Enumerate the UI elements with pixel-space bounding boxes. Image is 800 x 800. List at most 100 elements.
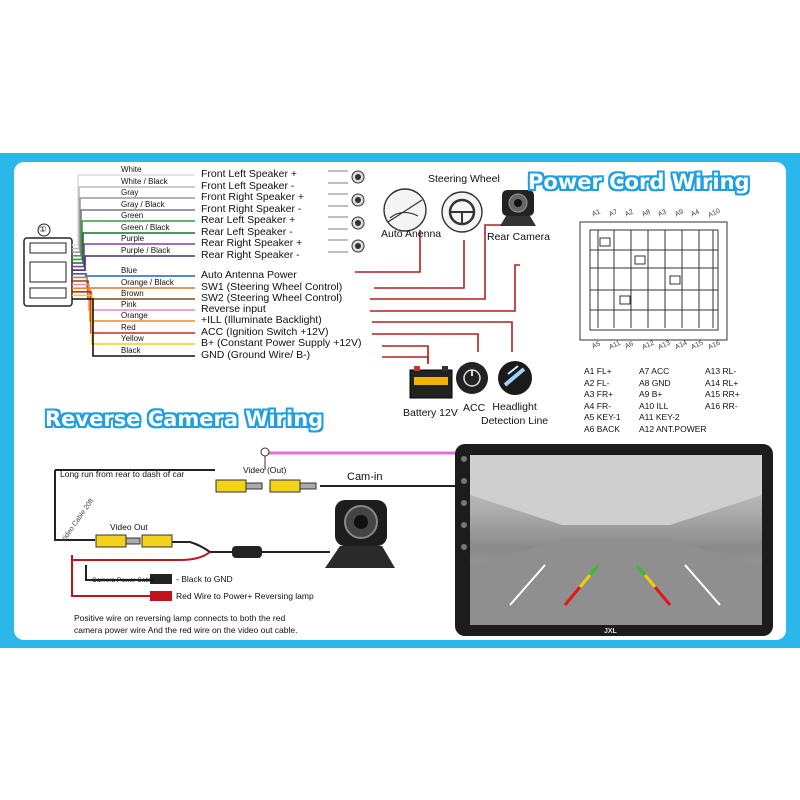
wire-color-name: Red xyxy=(121,323,136,332)
auto-antenna-label: Auto Anenna xyxy=(381,228,442,240)
pinout-entry: A1 FL+ xyxy=(584,366,612,376)
home-button-icon[interactable] xyxy=(461,478,467,484)
video-out-label: Video Out xyxy=(110,522,148,532)
harness-wire xyxy=(72,298,195,357)
harness-wire xyxy=(72,294,195,345)
harness-connector xyxy=(23,223,73,307)
harness-wire xyxy=(72,291,195,334)
volume-up-icon[interactable] xyxy=(461,522,467,528)
parking-view xyxy=(470,455,762,625)
harness-wire xyxy=(72,283,195,311)
wire-function: Front Left Speaker - xyxy=(201,180,295,192)
harness-wire xyxy=(72,280,195,300)
pinout-entry: A15 RR+ xyxy=(705,389,740,400)
wire-function: Rear Left Speaker + xyxy=(201,214,296,226)
pinout-entry: A3 FR+ xyxy=(584,389,614,400)
wire-color-name: Green xyxy=(121,211,144,220)
headlight-icon xyxy=(498,361,532,395)
harness-wires xyxy=(72,174,195,357)
wire-color-name: Black xyxy=(121,346,141,355)
reverse-camera-title: Reverse Camera Wiring xyxy=(45,407,324,431)
headlight-label: Headlight Detection Line xyxy=(481,401,549,427)
wire-color-name: Purple xyxy=(121,234,145,243)
wire-function: Auto Antenna Power xyxy=(201,269,297,281)
video-out-top-label: Video (Out) xyxy=(243,465,287,475)
pinout-entry: A13 RL- xyxy=(705,366,737,376)
wire-function: Front Right Speaker - xyxy=(201,203,302,215)
pinout-entry: A7 ACC xyxy=(639,366,670,376)
power-cord-title: Power Cord Wiring xyxy=(528,170,750,194)
wire-color-name: Orange xyxy=(121,311,148,320)
pinout-entry: A10 ILL xyxy=(639,400,669,411)
pinout-col-1: A1 FL+ A2 FL- A3 FR+ A4 FR- A5 KEY-1 A6 … xyxy=(584,366,621,436)
harness-wire xyxy=(72,255,195,271)
wire-function: B+ (Constant Power Supply +12V) xyxy=(201,337,362,349)
harness-wire xyxy=(72,232,195,264)
harness-wire xyxy=(72,220,195,261)
harness-wire xyxy=(72,209,195,257)
wire-function: +ILL (Illuminate Backlight) xyxy=(201,314,322,326)
wire-color-name: Orange / Black xyxy=(121,278,174,287)
wire-color-name: Pink xyxy=(121,300,137,309)
pinout-entry: A8 GND xyxy=(639,377,671,388)
cam-in-label: Cam-in xyxy=(347,471,383,483)
harness-wire xyxy=(72,287,195,322)
harness-wire xyxy=(72,276,195,289)
wire-color-name: Brown xyxy=(121,289,144,298)
wire-color-name: White / Black xyxy=(121,177,168,186)
harness-wire xyxy=(72,174,195,246)
red-wire-label: Red Wire to Power+ Reversing lamp xyxy=(176,591,314,601)
wire-function: GND (Ground Wire/ B-) xyxy=(201,349,311,361)
steering-wheel-label: Steering Wheel xyxy=(428,173,500,185)
battery-label: Battery 12V xyxy=(403,407,458,419)
wire-function: Front Left Speaker + xyxy=(201,168,298,180)
wire-function: SW2 (Steering Wheel Control) xyxy=(201,292,343,304)
long-run-label: Long run from rear to dash of car xyxy=(60,469,185,479)
pinout-entry: A5 KEY-1 xyxy=(584,412,621,423)
note-line-2: camera power wire And the red wire on th… xyxy=(74,625,298,635)
wire-color-name: Green / Black xyxy=(121,223,170,232)
connector-number: ① xyxy=(39,224,47,234)
pinout-entry: A6 BACK xyxy=(584,423,620,434)
wire-function: SW1 (Steering Wheel Control) xyxy=(201,281,343,293)
steering-wheel-icon xyxy=(441,191,483,233)
wire-function: Rear Right Speaker + xyxy=(201,237,303,249)
wire-function: ACC (Ignition Switch +12V) xyxy=(201,326,329,338)
back-button-icon[interactable] xyxy=(461,500,467,506)
pinout-entry: A16 RR- xyxy=(705,400,738,411)
wire-function: Front Right Speaker + xyxy=(201,191,305,203)
pinout-entry: A11 KEY-2 xyxy=(639,412,680,423)
wire-function: Rear Left Speaker - xyxy=(201,226,293,238)
reverse-camera-lines xyxy=(54,447,455,597)
volume-down-icon[interactable] xyxy=(461,544,467,550)
reverse-camera-icon xyxy=(325,500,395,568)
wire-color-name: Purple / Black xyxy=(121,246,171,255)
battery-icon xyxy=(409,366,453,399)
harness-wire xyxy=(72,197,195,253)
pinout-entry: A14 RL+ xyxy=(705,377,739,388)
harness-wire xyxy=(72,273,195,277)
rear-camera-icon xyxy=(500,190,536,226)
wire-color-name: White xyxy=(121,165,142,174)
speaker-icons xyxy=(328,170,365,253)
black-gnd-label: - Black to GND xyxy=(176,574,233,584)
pinout-col-2: A7 ACC A8 GND A9 B+ A10 ILL A11 KEY-2 A1… xyxy=(639,366,707,436)
rca-connectors xyxy=(95,479,317,601)
acc-icon xyxy=(456,362,488,394)
pinout-col-3: A13 RL- A14 RL+ A15 RR+ A16 RR- xyxy=(705,366,740,412)
wire-function: Reverse input xyxy=(201,303,266,315)
note-line-1: Positive wire on reversing lamp connects… xyxy=(74,613,286,623)
harness-wire xyxy=(72,186,195,250)
rear-camera-label: Rear Camera xyxy=(487,231,551,243)
pinout-entry: A9 B+ xyxy=(639,389,663,400)
auto-antenna-icon xyxy=(383,188,427,232)
power-button-icon[interactable] xyxy=(461,456,467,462)
head-unit-screen xyxy=(470,455,762,625)
device-lines xyxy=(355,224,520,364)
wire-color-name: Yellow xyxy=(121,334,144,343)
pinout-entry: A12 ANT.POWER xyxy=(639,423,707,434)
wire-function: Rear Right Speaker - xyxy=(201,249,300,261)
brand-logo: JXL xyxy=(604,628,617,635)
wire-color-name: Gray / Black xyxy=(121,200,165,209)
